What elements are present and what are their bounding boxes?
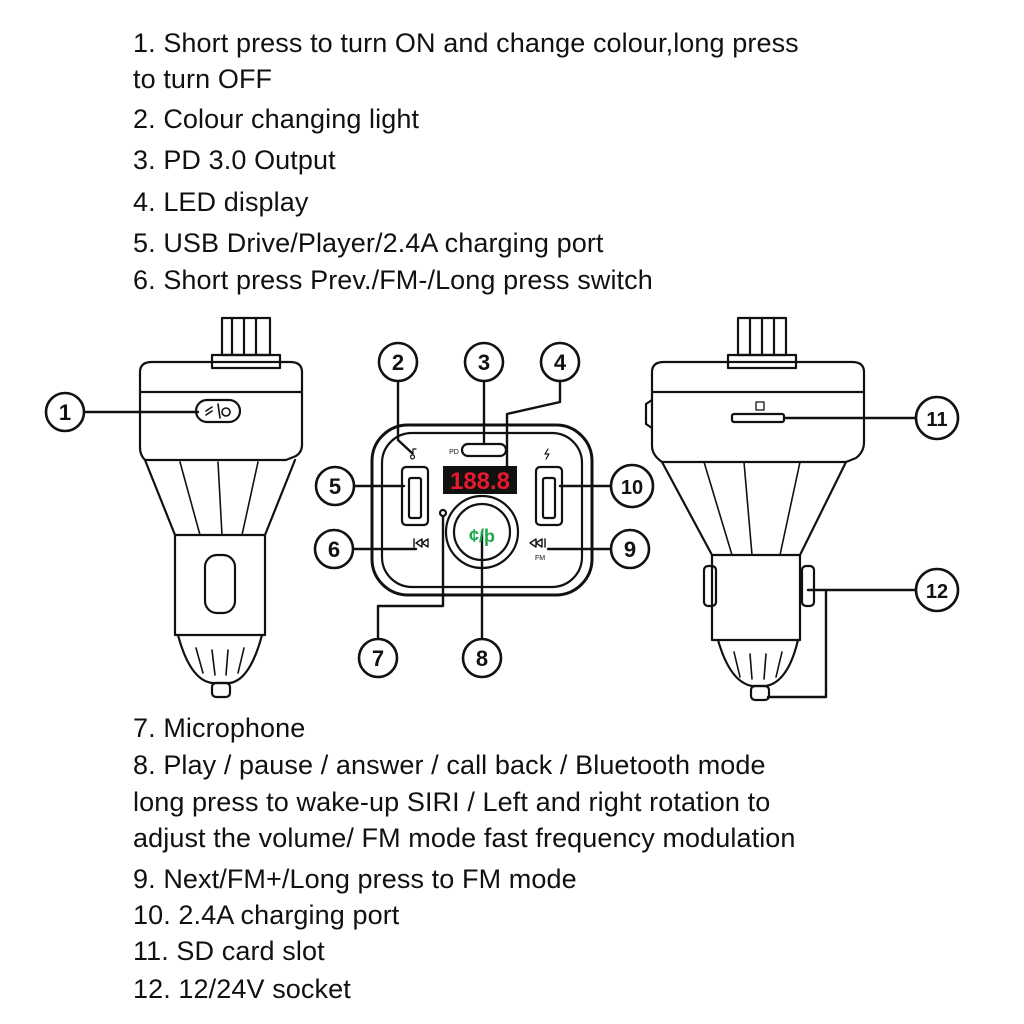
left-device-side-view — [138, 316, 304, 699]
callout-9: 9 — [624, 537, 636, 562]
legend-item-7: 7. Microphone — [133, 713, 306, 743]
legend-item-3: 3. PD 3.0 Output — [133, 145, 336, 175]
legend-item-8: 8. Play / pause / answer / call back / B… — [133, 750, 766, 780]
spring-contact-right — [800, 564, 816, 608]
legend-item-12: 12. 12/24V socket — [133, 974, 351, 1004]
callout-6-circle — [313, 528, 355, 570]
legend-item-10: 10. 2.4A charging port — [133, 900, 400, 930]
callout-6: 6 — [328, 537, 340, 562]
callout-3: 3 — [478, 350, 490, 375]
usb-port-left — [400, 465, 430, 527]
callout-10: 10 — [621, 477, 643, 499]
led-display: 188.8 — [450, 468, 510, 495]
knob-phone-icon: ¢/þ — [469, 526, 495, 546]
legend-item-6: 6. Short press Prev./FM-/Long press swit… — [133, 265, 653, 295]
legend-item-1: 1. Short press to turn ON and change col… — [133, 28, 799, 58]
callout-1-circle — [44, 391, 86, 433]
pd-label: PD — [449, 449, 459, 456]
callout-7: 7 — [372, 646, 384, 671]
device-diagram: ¢/þ 188.8 PD FM 1 2 3 4 5 6 7 8 9 10 11 … — [44, 316, 960, 702]
right-device-side-view — [644, 316, 866, 702]
callout-4: 4 — [554, 350, 567, 375]
legend-item-4: 4. LED display — [133, 187, 309, 217]
callout-8-circle — [461, 637, 503, 679]
fm-label: FM — [535, 555, 545, 562]
callout-8: 8 — [476, 646, 488, 671]
callout-11: 11 — [926, 409, 947, 431]
callout-7-circle — [357, 637, 399, 679]
callout-12-circle — [914, 567, 960, 613]
legend-item-11: 11. SD card slot — [133, 936, 325, 966]
legend-item-5: 5. USB Drive/Player/2.4A charging port — [133, 228, 604, 258]
callout-2-circle — [377, 341, 419, 383]
pd-port — [460, 442, 508, 458]
callout-1: 1 — [59, 400, 71, 425]
legend-item-8-cont-1: long press to wake-up SIRI / Left and ri… — [133, 787, 771, 817]
callout-9-circle — [609, 528, 651, 570]
legend-item-8-cont-2: adjust the volume/ FM mode fast frequenc… — [133, 823, 796, 853]
usb-port-right — [534, 465, 564, 527]
callout-4-circle — [539, 341, 581, 383]
callout-10-circle — [609, 463, 655, 509]
legend-item-2: 2. Colour changing light — [133, 104, 420, 134]
callout-5: 5 — [329, 474, 341, 499]
callout-12: 12 — [926, 581, 948, 603]
legend-item-1-cont: to turn OFF — [133, 64, 273, 94]
callout-11-circle — [914, 395, 960, 441]
sd-card-slot — [730, 412, 786, 424]
callout-2: 2 — [392, 350, 404, 375]
callout-5-circle — [314, 465, 356, 507]
leader-lines — [82, 375, 918, 699]
spring-contact-left — [702, 564, 718, 608]
legend-item-9: 9. Next/FM+/Long press to FM mode — [133, 864, 577, 894]
callout-3-circle — [463, 341, 505, 383]
